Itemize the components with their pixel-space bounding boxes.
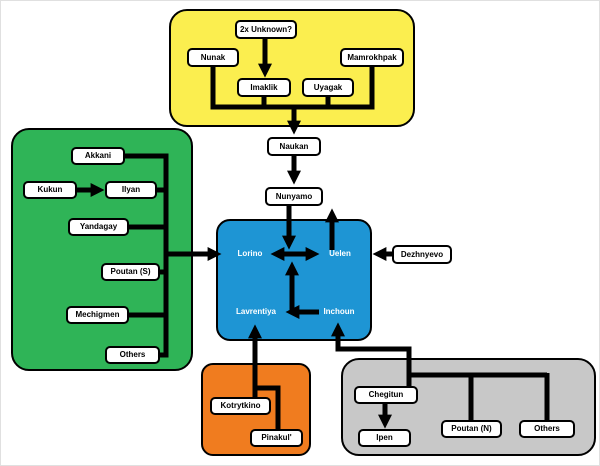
node-naukan: Naukan [267, 137, 321, 156]
group-green-box [11, 128, 193, 371]
node-ilyan: Ilyan [105, 181, 157, 199]
node-others-north: Others [519, 420, 575, 438]
label-inchoun: Inchoun [323, 307, 355, 316]
node-kukun: Kukun [23, 181, 77, 199]
label-uelen: Uelen [329, 249, 351, 258]
node-pinakul: Pinakul' [250, 429, 303, 447]
label-lavrentiya: Lavrentiya [235, 307, 277, 316]
node-dezhnyevo: Dezhnyevo [392, 245, 452, 264]
node-chegitun: Chegitun [354, 386, 418, 404]
node-poutan-s: Poutan (S) [101, 263, 160, 281]
node-uyagak: Uyagak [302, 78, 354, 97]
node-2x-unknown: 2x Unknown? [235, 20, 297, 39]
node-akkani: Akkani [71, 147, 125, 165]
node-nunak: Nunak [187, 48, 239, 67]
node-ipen: Ipen [358, 429, 411, 447]
node-mamrokhpak: Mamrokhpak [340, 48, 404, 67]
node-kotrytkino: Kotrytkino [210, 397, 271, 415]
node-nunyamo: Nunyamo [265, 187, 323, 206]
label-lorino: Lorino [237, 249, 263, 258]
group-blue-box [216, 219, 372, 341]
node-others-south: Others [105, 346, 160, 364]
node-poutan-n: Poutan (N) [441, 420, 502, 438]
node-mechigmen: Mechigmen [66, 306, 129, 324]
node-imaklik: Imaklik [237, 78, 291, 97]
node-yandagay: Yandagay [68, 218, 129, 236]
